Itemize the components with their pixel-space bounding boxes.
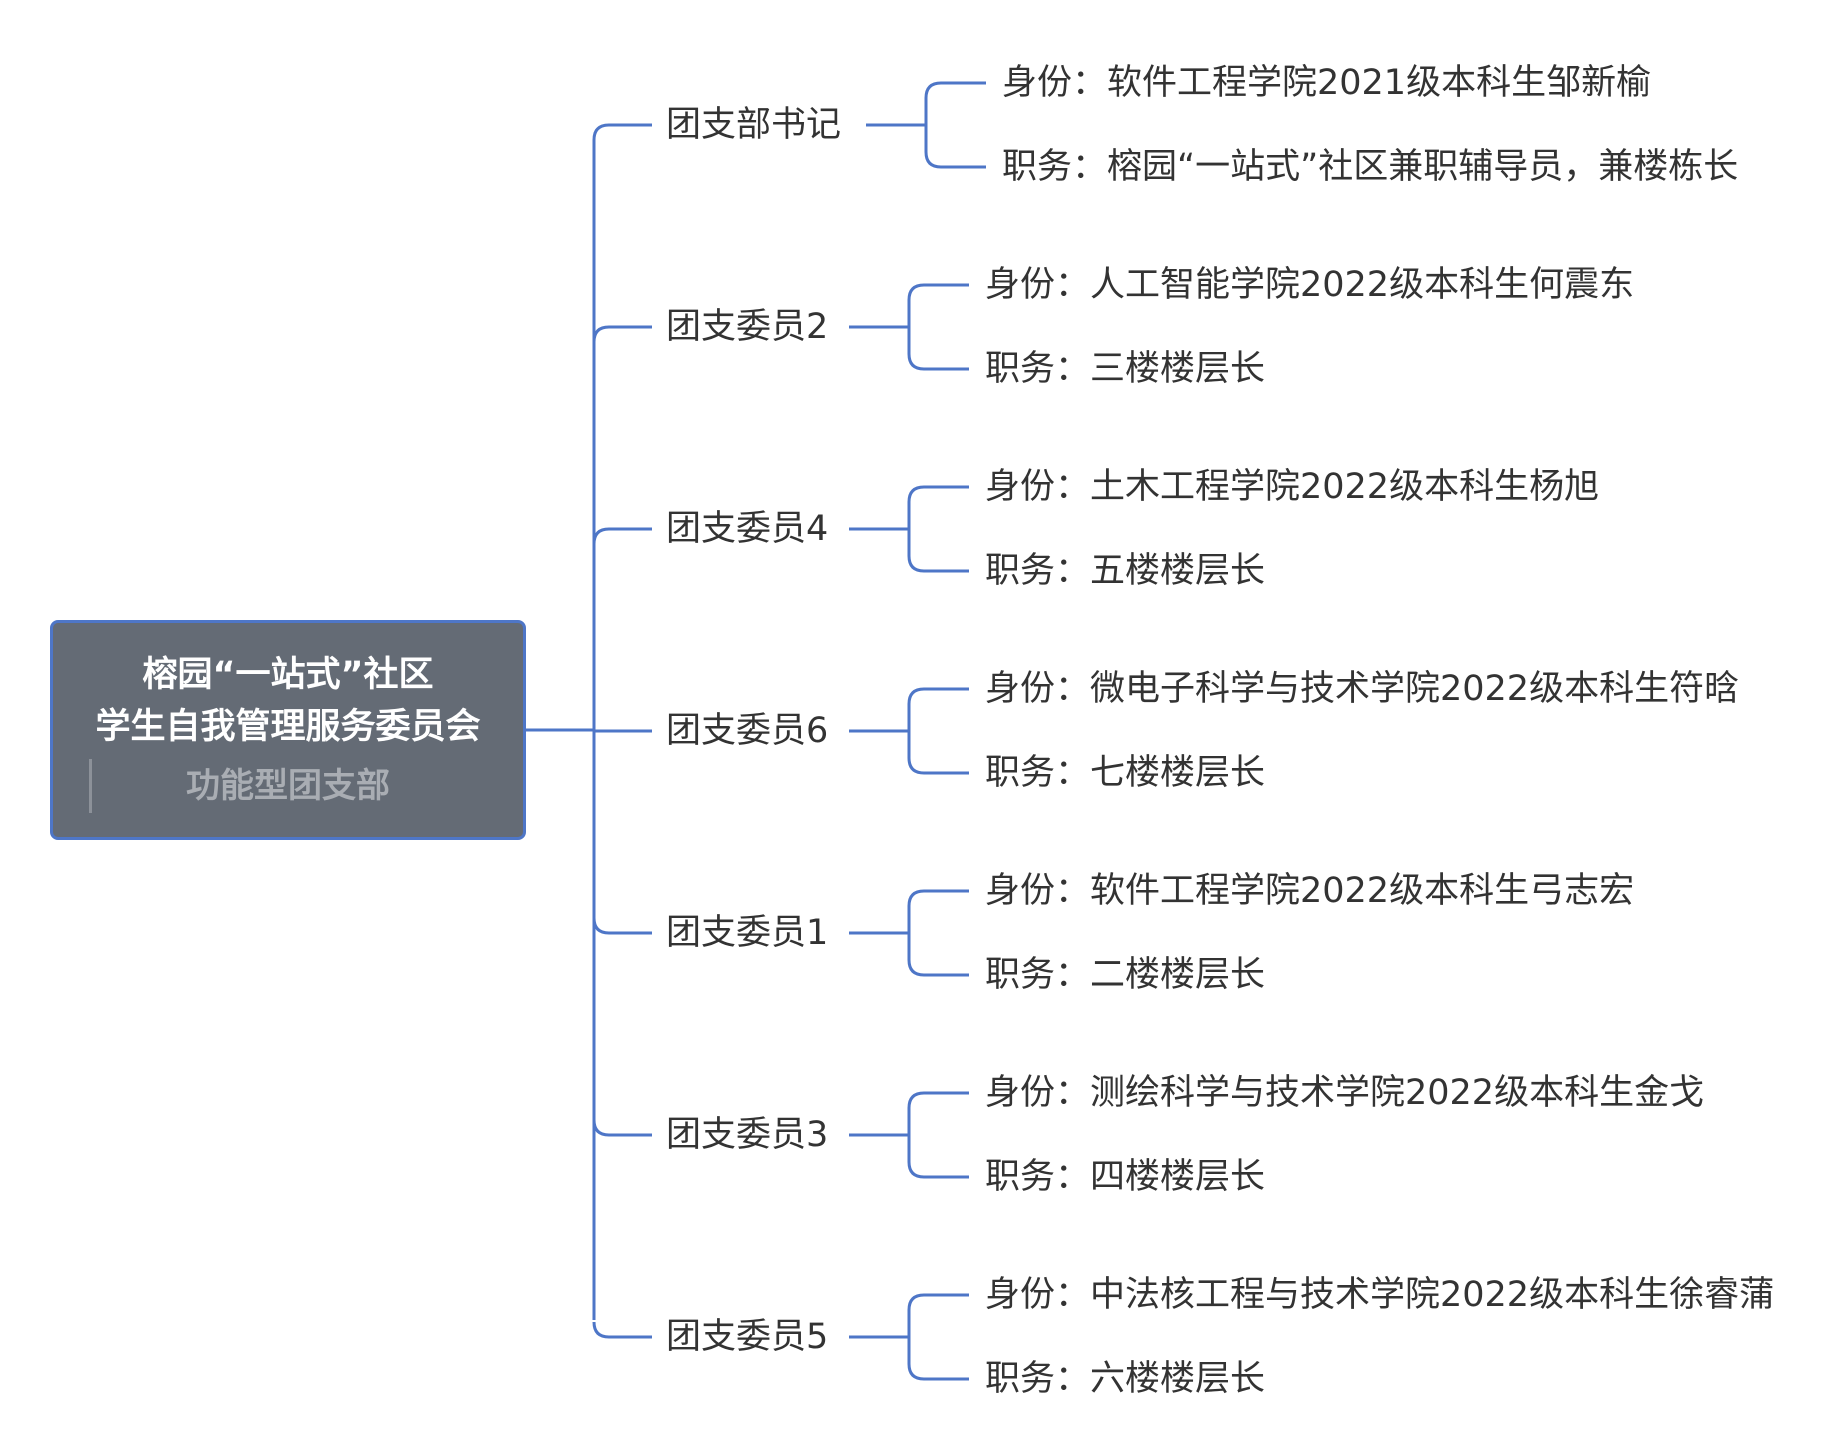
leaf-connector <box>907 1091 969 1179</box>
leaf-position[interactable]: 职务：三楼楼层长 <box>985 349 1266 389</box>
leaf-position[interactable]: 职务：六楼楼层长 <box>985 1359 1266 1399</box>
branch-connector <box>592 123 652 141</box>
leaf-position[interactable]: 职务：五楼楼层长 <box>985 551 1266 591</box>
leaf-identity[interactable]: 身份：软件工程学院2021级本科生邹新榆 <box>1002 63 1652 103</box>
leaf-position[interactable]: 职务：四楼楼层长 <box>985 1157 1266 1197</box>
branch-node-member-1[interactable]: 团支委员1 <box>666 913 829 953</box>
branch-node-member-5[interactable]: 团支委员5 <box>666 1317 829 1357</box>
leaf-identity[interactable]: 身份：土木工程学院2022级本科生杨旭 <box>985 467 1600 507</box>
leaf-connector <box>924 81 986 169</box>
branch-node-secretary[interactable]: 团支部书记 <box>666 105 842 145</box>
leaf-identity[interactable]: 身份：微电子科学与技术学院2022级本科生符晗 <box>985 669 1740 709</box>
leaf-connector <box>907 485 969 573</box>
root-subtitle: 功能型团支部 <box>186 766 390 806</box>
leaf-connector <box>907 1293 969 1381</box>
root-title-line2: 学生自我管理服务委员会 <box>95 707 481 747</box>
leaf-position[interactable]: 职务：七楼楼层长 <box>985 753 1266 793</box>
root-title-line1: 榕园“一站式”社区 <box>142 655 434 695</box>
leaf-position[interactable]: 职务：二楼楼层长 <box>985 955 1266 995</box>
leaf-position[interactable]: 职务：榕园“一站式”社区兼职辅导员，兼楼栋长 <box>1002 147 1739 187</box>
root-title: 榕园“一站式”社区 学生自我管理服务委员会 <box>53 649 523 753</box>
branch-connector <box>592 1321 652 1339</box>
branch-connector <box>592 1119 652 1137</box>
leaf-connector <box>907 283 969 371</box>
leaf-identity[interactable]: 身份：人工智能学院2022级本科生何震东 <box>985 265 1635 305</box>
branch-node-member-2[interactable]: 团支委员2 <box>666 307 829 347</box>
leaf-connector <box>907 687 969 775</box>
leaf-identity[interactable]: 身份：中法核工程与技术学院2022级本科生徐睿蒲 <box>985 1275 1775 1315</box>
branch-connector <box>592 917 652 935</box>
root-divider <box>89 759 92 813</box>
root-node[interactable]: 榕园“一站式”社区 学生自我管理服务委员会 功能型团支部 <box>50 620 526 840</box>
branch-node-member-3[interactable]: 团支委员3 <box>666 1115 829 1155</box>
leaf-identity[interactable]: 身份：测绘科学与技术学院2022级本科生金戈 <box>985 1073 1705 1113</box>
branch-node-member-6[interactable]: 团支委员6 <box>666 711 829 751</box>
branch-node-member-4[interactable]: 团支委员4 <box>666 509 829 549</box>
branch-connector <box>592 527 652 545</box>
leaf-connector <box>907 889 969 977</box>
leaf-identity[interactable]: 身份：软件工程学院2022级本科生弓志宏 <box>985 871 1635 911</box>
branch-connector <box>592 325 652 343</box>
